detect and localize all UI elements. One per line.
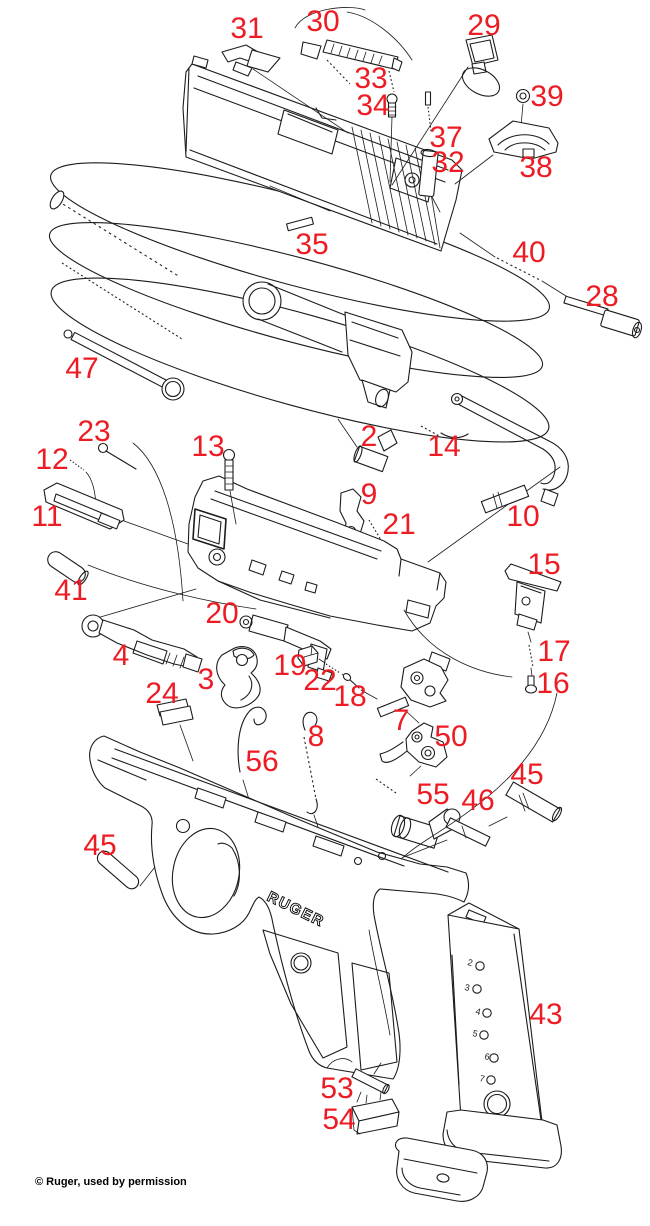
ejector-arm	[450, 392, 569, 507]
screw-13	[222, 448, 237, 525]
part-label-9: 9	[360, 478, 378, 511]
magazine-43	[442, 902, 562, 1169]
lever-50	[375, 722, 448, 794]
spring-14	[420, 425, 469, 439]
part-label-47: 47	[65, 352, 99, 385]
part-label-7: 7	[392, 704, 410, 737]
part-label-29: 29	[467, 9, 501, 42]
pin-7	[376, 696, 420, 724]
part-label-17: 17	[537, 635, 571, 668]
part-label-19: 19	[273, 649, 307, 682]
takedown-plate-11	[43, 482, 189, 545]
grip-panel-front	[262, 929, 348, 1059]
part-label-20: 20	[205, 597, 239, 630]
part-label-12: 12	[35, 443, 69, 476]
disconnector-assembly	[400, 651, 451, 708]
part-label-53: 53	[320, 1072, 354, 1105]
pin-10	[427, 466, 561, 563]
part-label-8: 8	[307, 720, 325, 753]
part-label-11: 11	[31, 500, 63, 533]
pin-35	[269, 185, 331, 232]
part-label-46: 46	[461, 784, 495, 817]
pin-37-plunger-32	[418, 91, 441, 213]
block-19-spring-22-screw-18	[297, 645, 378, 700]
part-label-22: 22	[303, 664, 337, 697]
part-label-45-left: 45	[83, 829, 117, 862]
part-label-56: 56	[245, 745, 279, 778]
part-label-21: 21	[382, 508, 416, 541]
part-label-23: 23	[77, 415, 111, 448]
striker-blocker-2	[337, 418, 398, 473]
part-label-28: 28	[585, 280, 619, 313]
mag-catch-24	[156, 698, 194, 762]
part-label-50: 50	[434, 720, 468, 753]
fire-control-chassis	[187, 475, 447, 632]
pin-23	[97, 442, 184, 602]
part-label-38: 38	[519, 151, 553, 184]
slide-stop-15-spring-17-screw-16	[403, 563, 562, 694]
part-label-43: 43	[529, 998, 563, 1031]
part-label-33: 33	[354, 62, 388, 95]
part-label-55: 55	[416, 778, 450, 811]
part-label-35: 35	[295, 228, 329, 261]
screw-39-rear-sight-38	[454, 88, 559, 185]
part-label-10: 10	[506, 500, 540, 533]
pin-45-right	[505, 781, 563, 823]
part-label-2: 2	[360, 420, 378, 453]
trigger-bar-4	[81, 588, 203, 673]
part-label-54: 54	[322, 1103, 356, 1136]
safety-lever-55	[390, 808, 461, 849]
part-label-15: 15	[527, 548, 561, 581]
part-label-34: 34	[356, 89, 390, 122]
part-label-3: 3	[197, 663, 215, 696]
part-label-30: 30	[306, 5, 340, 38]
part-label-31: 31	[230, 12, 264, 45]
recoil-spring-assembly	[48, 162, 551, 443]
barrel-drawing	[242, 281, 413, 409]
copyright-note: © Ruger, used by permission	[35, 1176, 187, 1188]
part-label-16: 16	[536, 667, 570, 700]
part-label-41: 41	[54, 574, 88, 607]
sight-part-31	[221, 44, 349, 134]
frame-drawing: RUGER	[89, 735, 469, 1080]
part-label-4: 4	[112, 639, 130, 672]
trigger-3	[216, 646, 261, 709]
part-label-32: 32	[431, 146, 465, 179]
pin-53-bracket-54	[351, 1062, 400, 1135]
trigger-guard-opening	[171, 827, 241, 919]
front-sight	[191, 55, 209, 69]
striker-plate-30	[294, 7, 413, 85]
part-label-18: 18	[333, 680, 367, 713]
part-label-24: 24	[145, 677, 179, 710]
part-label-39: 39	[530, 80, 564, 113]
striker-spring-40-striker-28	[459, 232, 643, 339]
spring-33-screw-34	[386, 70, 398, 183]
magazine-baseplate	[395, 1137, 488, 1202]
part-label-40: 40	[512, 236, 546, 269]
part-label-13: 13	[191, 430, 225, 463]
part-label-14: 14	[427, 430, 461, 463]
part-label-45-right: 45	[510, 758, 544, 791]
slide-drawing	[182, 55, 463, 252]
part-label-37: 37	[429, 121, 463, 154]
guide-rod-47	[63, 329, 185, 401]
pin-46	[403, 816, 508, 858]
